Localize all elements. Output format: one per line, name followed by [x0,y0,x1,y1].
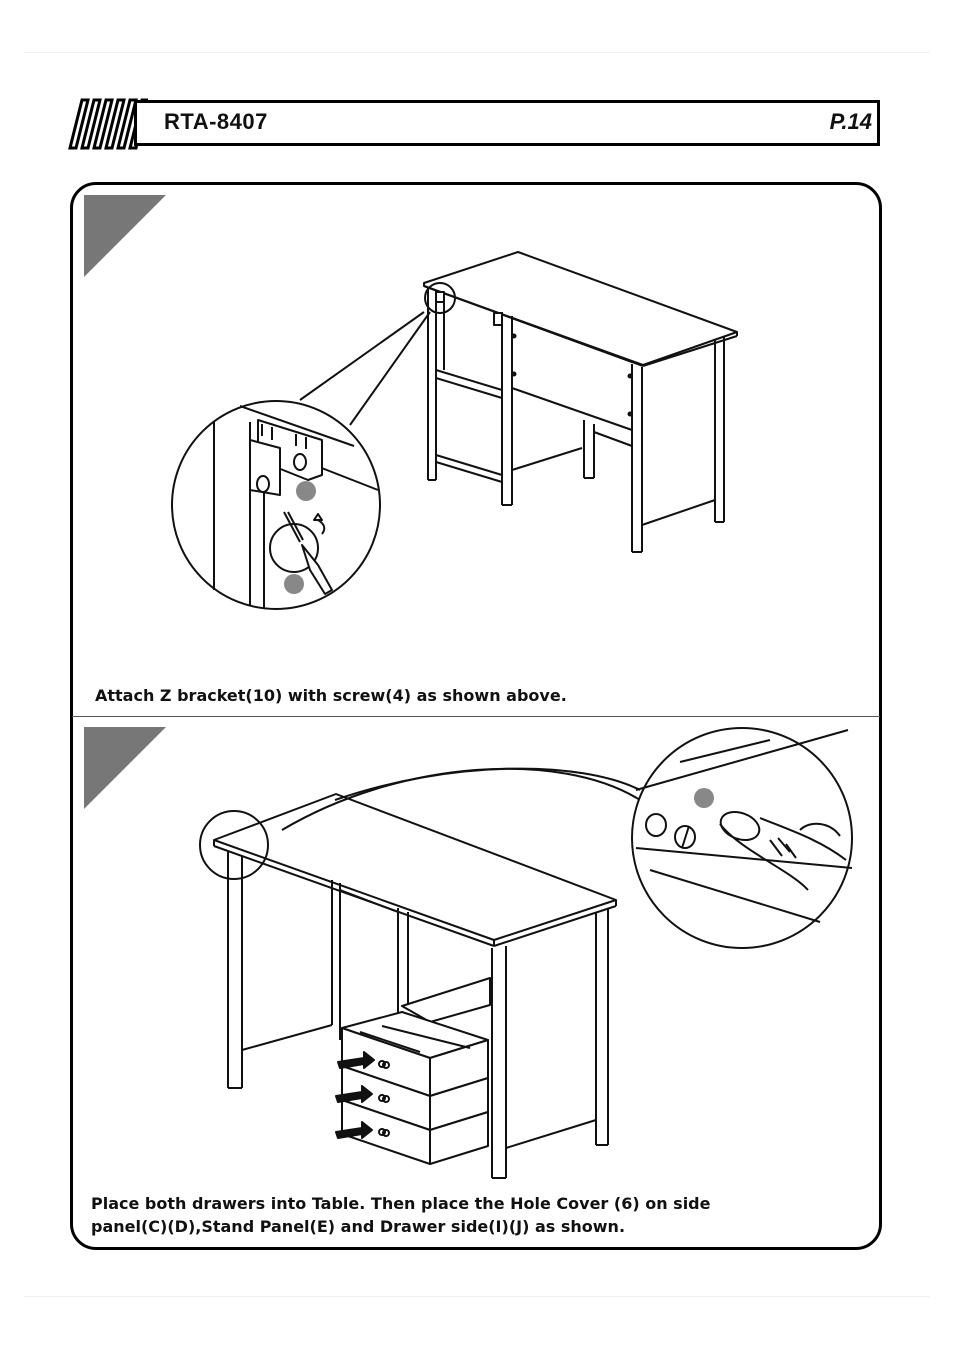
step-2-caption-line-1: Place both drawers into Table. Then plac… [91,1192,811,1215]
step-2-caption-line-2: panel(C)(D),Stand Panel(E) and Drawer si… [91,1215,811,1238]
step-2-caption: Place both drawers into Table. Then plac… [91,1192,811,1238]
